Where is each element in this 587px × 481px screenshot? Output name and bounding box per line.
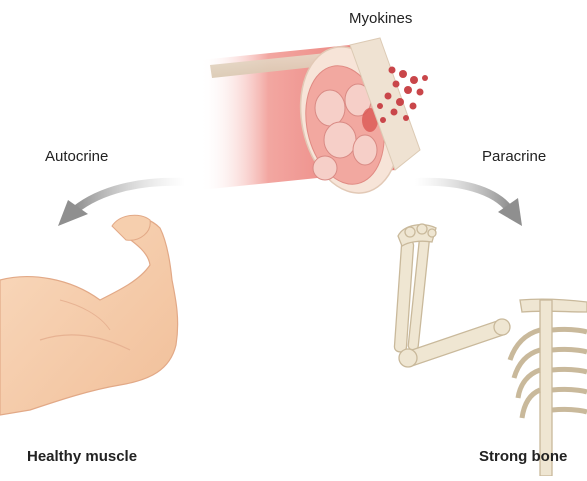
flexed-arm-illustration bbox=[0, 215, 178, 415]
paracrine-arrow bbox=[415, 182, 522, 226]
strong-bone-label: Strong bone bbox=[479, 448, 567, 465]
healthy-muscle-label: Healthy muscle bbox=[27, 448, 137, 465]
skeleton-arm-illustration bbox=[394, 224, 587, 476]
muscle-bundle-illustration bbox=[200, 38, 420, 203]
myokines-label: Myokines bbox=[349, 10, 412, 27]
autocrine-label: Autocrine bbox=[45, 148, 108, 165]
paracrine-label: Paracrine bbox=[482, 148, 546, 165]
